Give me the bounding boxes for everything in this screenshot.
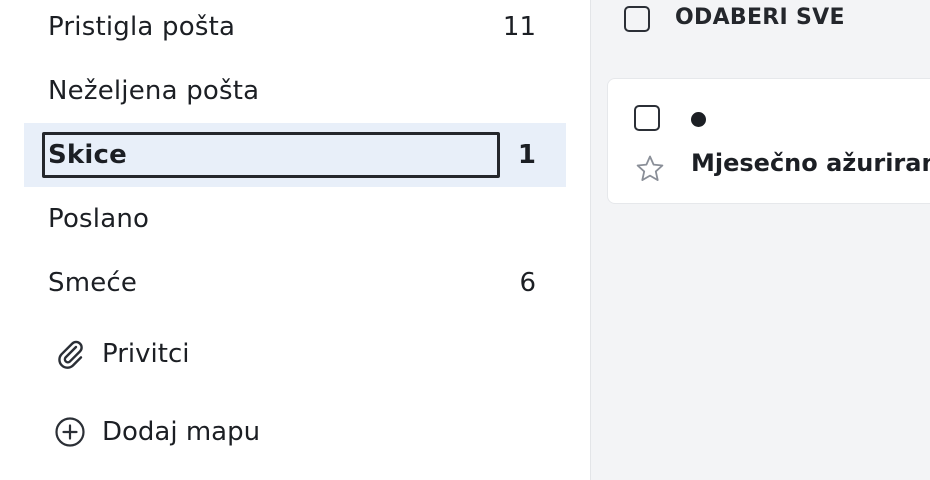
attachments-label: Privitci xyxy=(102,339,190,369)
folder-count: 1 xyxy=(517,140,536,170)
message-list-toolbar: ODABERI SVE xyxy=(591,0,930,62)
folder-trash[interactable]: Smeće 6 xyxy=(24,251,566,315)
folder-drafts[interactable]: Skice 1 xyxy=(24,123,566,187)
add-folder-label: Dodaj mapu xyxy=(102,417,261,447)
focus-ring xyxy=(42,132,500,178)
folder-sent[interactable]: Poslano xyxy=(24,187,566,251)
message-checkbox[interactable] xyxy=(634,105,660,131)
add-folder-button[interactable]: Dodaj mapu xyxy=(24,400,424,464)
folder-count: 11 xyxy=(502,12,536,42)
plus-circle-icon xyxy=(54,416,86,448)
folder-label: Smeće xyxy=(48,268,138,298)
folder-inbox[interactable]: Pristigla pošta 11 xyxy=(24,0,566,59)
folder-label: Skice xyxy=(48,140,127,170)
star-icon[interactable] xyxy=(634,153,666,185)
paperclip-icon xyxy=(54,338,86,370)
message-subject: Mjesečno ažuriranj xyxy=(691,149,930,177)
folder-sidebar: Pristigla pošta 11 Neželjena pošta Skice… xyxy=(24,0,591,480)
select-all-checkbox[interactable] xyxy=(624,6,650,32)
folder-count: 6 xyxy=(519,268,536,298)
select-all-label[interactable]: ODABERI SVE xyxy=(675,5,845,30)
unread-dot-icon xyxy=(691,112,706,127)
attachments-link[interactable]: Privitci xyxy=(24,322,424,386)
folder-label: Poslano xyxy=(48,204,150,234)
folder-label: Pristigla pošta xyxy=(48,12,236,42)
message-list-pane: ODABERI SVE Mjesečno ažuriranj xyxy=(591,0,930,480)
folder-label: Neželjena pošta xyxy=(48,76,260,106)
folder-spam[interactable]: Neželjena pošta xyxy=(24,59,566,123)
message-item[interactable]: Mjesečno ažuriranj xyxy=(607,78,930,204)
